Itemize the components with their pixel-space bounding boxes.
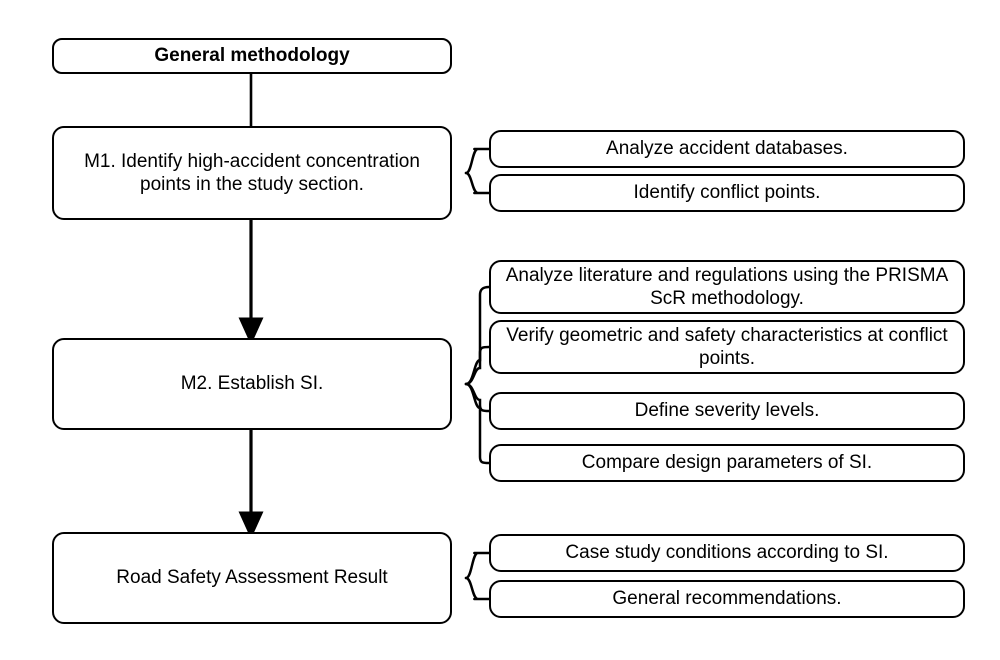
node-substep-analyze-accident-databases[interactable]: Analyze accident databases.: [489, 130, 965, 168]
node-m2-establish-si[interactable]: M2. Establish SI.: [52, 338, 452, 430]
node-substep-general-recommendations[interactable]: General recommendations.: [489, 580, 965, 618]
node-general-methodology[interactable]: General methodology: [52, 38, 452, 74]
node-substep-define-severity-levels[interactable]: Define severity levels.: [489, 392, 965, 430]
node-substep-verify-geometric-safety-characteristics[interactable]: Verify geometric and safety characterist…: [489, 320, 965, 374]
node-label: M1. Identify high-accident concentration…: [84, 150, 420, 195]
node-label: Road Safety Assessment Result: [116, 567, 388, 589]
brace-m2: [464, 285, 491, 465]
node-label: Analyze literature and regulations using…: [505, 264, 949, 309]
node-label: Case study conditions according to SI.: [565, 542, 889, 564]
brace-result: [464, 551, 491, 601]
brace-m1: [464, 147, 491, 195]
node-label: General methodology: [154, 45, 350, 67]
node-m1-identify-high-accident-points[interactable]: M1. Identify high-accident concentration…: [52, 126, 452, 220]
node-label: Compare design parameters of SI.: [581, 452, 873, 474]
node-label: M2. Establish SI.: [180, 373, 324, 395]
node-label: General recommendations.: [612, 588, 842, 610]
node-label: Define severity levels.: [634, 400, 820, 422]
node-substep-case-study-conditions[interactable]: Case study conditions according to SI.: [489, 534, 965, 572]
node-label: Analyze accident databases.: [606, 138, 848, 160]
node-road-safety-assessment-result[interactable]: Road Safety Assessment Result: [52, 532, 452, 624]
node-substep-analyze-literature-prisma[interactable]: Analyze literature and regulations using…: [489, 260, 965, 314]
node-label: Verify geometric and safety characterist…: [506, 324, 948, 369]
node-substep-compare-design-parameters[interactable]: Compare design parameters of SI.: [489, 444, 965, 482]
node-substep-identify-conflict-points[interactable]: Identify conflict points.: [489, 174, 965, 212]
node-label: Identify conflict points.: [633, 182, 821, 204]
